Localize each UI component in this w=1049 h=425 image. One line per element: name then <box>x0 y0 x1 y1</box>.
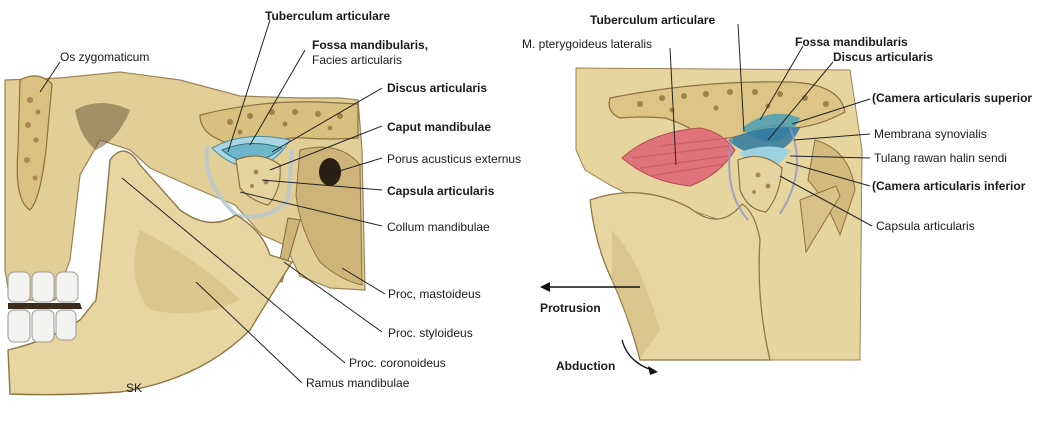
label-discus-articularis-right: Discus articularis <box>833 50 933 64</box>
label-proc-coronoideus: Proc. coronoideus <box>349 356 446 370</box>
label-caput-mandibulae: Caput mandibulae <box>387 120 491 134</box>
right-illustration <box>576 68 862 360</box>
label-capsula-articularis-left: Capsula articularis <box>387 184 495 198</box>
label-camera-articularis-superior: (Camera articularis superior <box>872 91 1032 105</box>
left-illustration: SK <box>5 72 365 395</box>
label-membrana-synovialis: Membrana synovialis <box>874 127 987 141</box>
label-tuberculum-articulare-left: Tuberculum articulare <box>265 9 390 23</box>
label-proc-styloideus: Proc. styloideus <box>388 326 473 340</box>
label-collum-mandibulae: Collum mandibulae <box>387 220 490 234</box>
label-capsula-articularis-right: Capsula articularis <box>876 219 975 233</box>
artist-signature: SK <box>126 381 142 395</box>
label-fossa-mandibularis-left: Fossa mandibularis, <box>312 38 428 52</box>
protrusion-arrowhead <box>540 282 550 292</box>
label-abduction: Abduction <box>556 359 615 373</box>
label-os-zygomaticum: Os zygomaticum <box>60 50 149 64</box>
label-proc-mastoideus: Proc, mastoideus <box>388 287 481 301</box>
label-tuberculum-articulare-right: Tuberculum articulare <box>590 13 715 27</box>
label-fossa-mandibularis-right: Fossa mandibularis <box>795 35 908 49</box>
label-ramus-mandibulae: Ramus mandibulae <box>306 376 410 390</box>
label-protrusion: Protrusion <box>540 301 601 315</box>
label-facies-articularis: Facies articularis <box>312 53 402 67</box>
label-tulang-rawan-halin-sendi: Tulang rawan halin sendi <box>874 151 1007 165</box>
oral-cavity <box>8 303 82 309</box>
abduction-arrowhead <box>648 366 658 375</box>
label-camera-articularis-inferior: (Camera articularis inferior <box>872 179 1026 193</box>
label-porus-acusticus-externus: Porus acusticus externus <box>387 152 521 166</box>
label-discus-articularis-left: Discus articularis <box>387 81 487 95</box>
label-m-pterygoideus-lateralis: M. pterygoideus lateralis <box>522 37 652 51</box>
